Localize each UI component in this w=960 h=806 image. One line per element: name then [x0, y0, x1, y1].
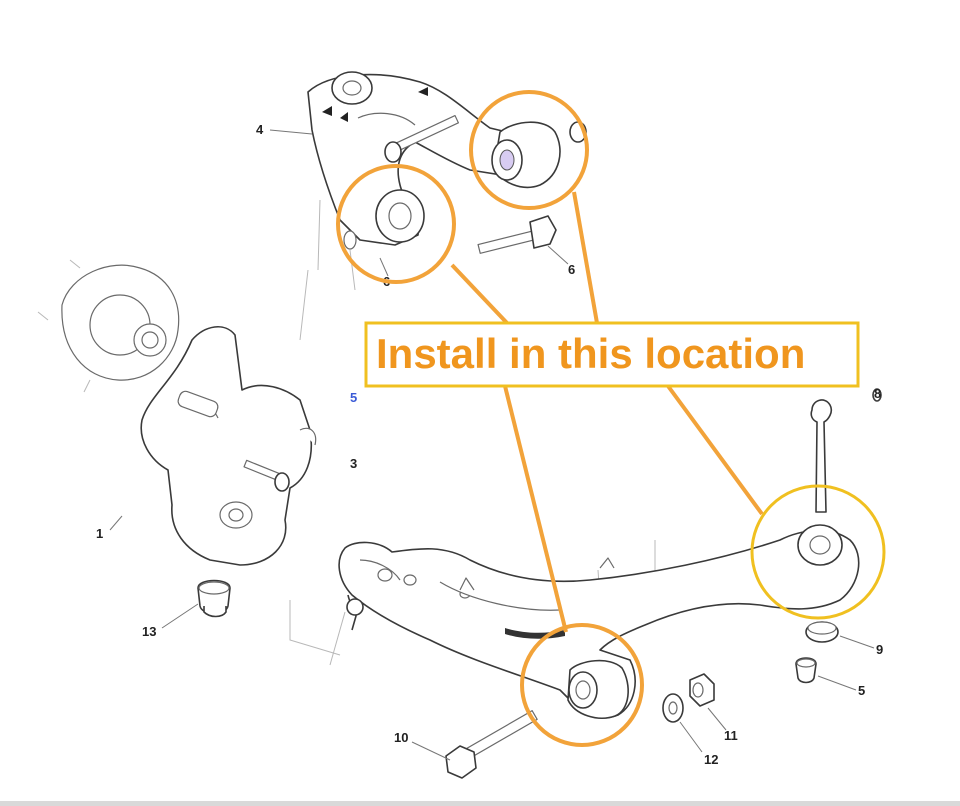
nut-5 [795, 657, 817, 684]
install-location-highlight [336, 90, 886, 747]
lower-control-arm [338, 524, 860, 719]
washer-12 [662, 693, 684, 723]
bolt-6 [477, 215, 557, 254]
pointer-line-upper-left [450, 263, 509, 325]
pointer-line-lower-left [503, 385, 568, 633]
label-part-6-right: 6 [568, 262, 575, 277]
steering-knuckle [140, 326, 317, 566]
callout-frame [364, 321, 860, 388]
pointer-line-upper-right [572, 191, 599, 324]
highlight-circle-lower-rear [750, 484, 886, 620]
label-part-10: 10 [394, 730, 408, 745]
callout-box: Install in this location [364, 321, 860, 388]
label-part-9: 9 [876, 642, 883, 657]
label-part-11: 11 [724, 728, 738, 743]
bottom-divider [0, 801, 960, 806]
bushing-13 [197, 579, 231, 618]
label-part-8: 8 [874, 386, 881, 401]
highlight-circle-upper-right [469, 90, 589, 210]
label-part-4: 4 [256, 122, 264, 137]
upper-control-arm [307, 71, 587, 250]
leader-lines [109, 129, 875, 761]
stabilizer-link-8 [810, 388, 882, 513]
wheel-hub [37, 259, 180, 393]
highlight-circle-upper-left [336, 164, 456, 284]
label-part-12: 12 [704, 752, 718, 767]
nut-11 [689, 673, 715, 707]
label-part-3: 3 [350, 456, 357, 471]
label-part-5-left: 5 [350, 390, 357, 405]
label-part-13: 13 [142, 624, 156, 639]
label-part-5-right: 5 [858, 683, 865, 698]
label-part-1: 1 [96, 526, 103, 541]
washer-9 [805, 621, 839, 643]
callout-text: Install in this location [376, 330, 805, 377]
bolt-10 [445, 710, 538, 779]
highlight-circle-lower-front [520, 623, 644, 747]
pointer-line-lower-right [666, 384, 764, 516]
